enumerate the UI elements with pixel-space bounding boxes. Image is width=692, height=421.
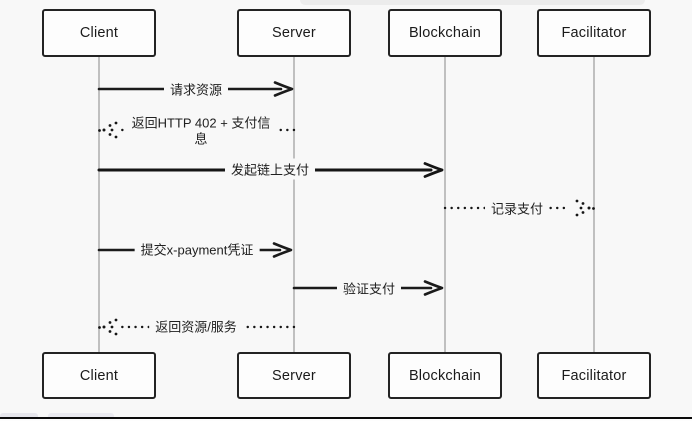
message-label-request-resource: 请求资源 [163,78,229,100]
bottom-divider-line [0,417,692,419]
actor-label: Server [272,25,316,41]
dotted-arrowhead-right [575,199,595,217]
solid-arrowhead-right [272,242,293,258]
arrow-record-payment [443,199,595,217]
bottom-left-pill [48,412,114,418]
solid-arrowhead-right [423,162,444,178]
solid-arrowhead-right [273,81,294,97]
message-label-return-402: 返回HTTP 402 + 支付信息 [125,114,277,148]
message-label-record-payment: 记录支付 [484,197,550,219]
bottom-edge [0,419,692,421]
actor-label: Facilitator [561,367,627,384]
actor-box-server-bottom: Server [237,352,351,399]
message-label-verify-payment: 验证支付 [336,277,402,299]
actor-box-server-top: Server [237,9,351,57]
message-label-submit-xpayment: 提交x-payment凭证 [134,238,260,260]
actor-label: Client [79,367,119,384]
solid-arrowhead-right [423,280,444,296]
actor-label: Blockchain [408,367,482,384]
actor-label: Server [272,367,316,384]
actor-label: Client [79,25,119,41]
actor-box-facilitator-top: Facilitator [537,9,651,57]
dotted-arrowhead-left [98,318,118,336]
actor-box-blockchain-top: Blockchain [388,9,502,57]
actor-box-facilitator-bottom: Facilitator [537,352,651,399]
bottom-left-pill [0,412,38,418]
message-label-return-resource: 返回资源/服务 [149,315,243,337]
actor-box-client-bottom: Client [42,352,156,399]
dotted-arrowhead-left [98,121,118,139]
actor-box-client-top: Client [42,9,156,57]
actor-label: Blockchain [408,25,482,41]
top-overlay-strip [300,0,645,5]
message-label-initiate-onchain: 发起链上支付 [224,158,316,180]
actor-box-blockchain-bottom: Blockchain [388,352,502,399]
actor-label: Facilitator [561,25,627,41]
